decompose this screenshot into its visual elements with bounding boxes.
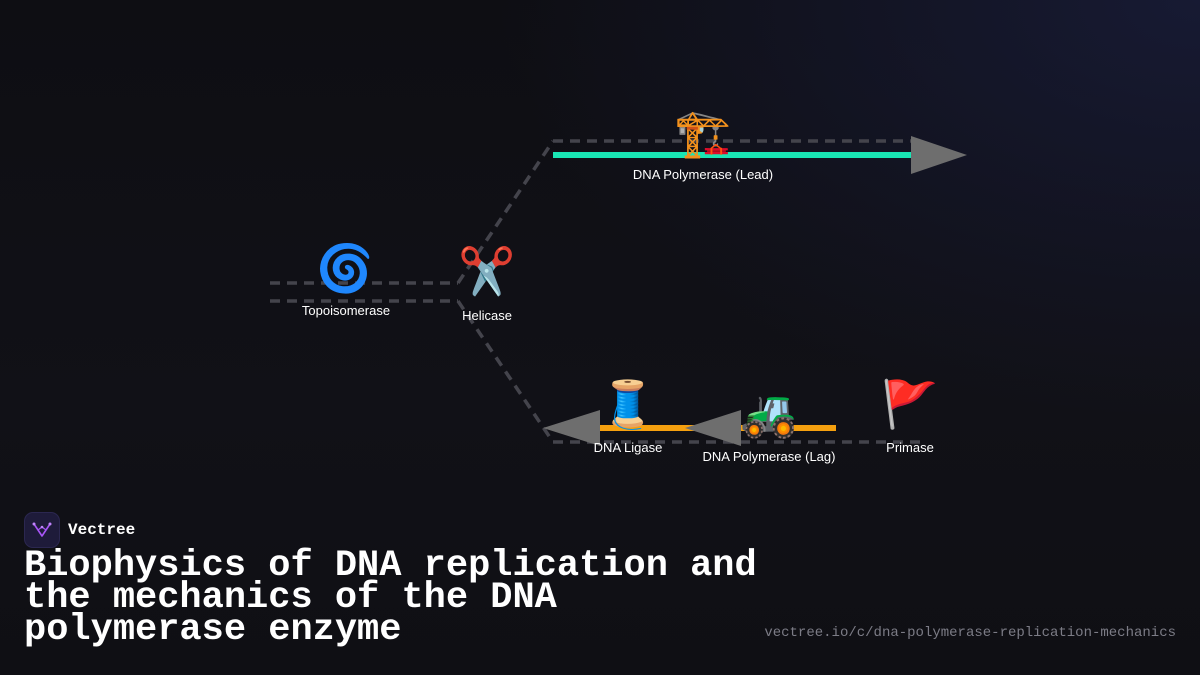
scissors-icon: ✂️	[458, 244, 516, 298]
polymerase-lead-label: DNA Polymerase (Lead)	[632, 167, 774, 182]
fork-arm-lower	[456, 300, 555, 443]
leading-strand-arrowhead	[911, 136, 967, 174]
construction-crane-icon: 🏗️	[674, 106, 732, 160]
fork-arm-upper	[456, 140, 555, 284]
red-flag-icon: 🚩	[881, 377, 939, 431]
ligase-label: DNA Ligase	[593, 440, 663, 455]
brand-name: Vectree	[68, 521, 136, 539]
primase-label: Primase	[886, 440, 934, 455]
lagging-strand-arrowhead-middle	[685, 410, 741, 446]
tractor-icon: 🚜	[740, 386, 798, 440]
helicase-label: Helicase	[462, 308, 512, 323]
course-url[interactable]: vectree.io/c/dna-polymerase-replication-…	[764, 625, 1176, 641]
brand[interactable]: Vectree	[24, 512, 135, 548]
cyclone-icon: 🌀	[316, 241, 374, 295]
polymerase-lag-label: DNA Polymerase (Lag)	[702, 449, 836, 464]
page-title: Biophysics of DNA replication and the me…	[24, 545, 757, 651]
thread-spool-icon: 🧵	[599, 377, 657, 431]
lagging-strand-arrowhead-left	[543, 410, 600, 446]
topoisomerase-label: Topoisomerase	[301, 303, 391, 318]
vectree-logo-icon	[24, 512, 60, 548]
